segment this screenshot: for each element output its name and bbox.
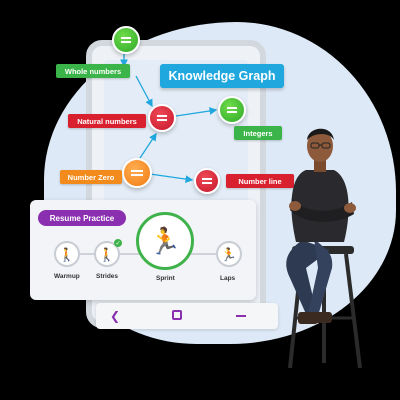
step-sprint-label: Sprint — [156, 275, 175, 282]
label-whole-numbers[interactable]: Whole numbers — [56, 64, 130, 78]
step-strides-label: Strides — [96, 273, 119, 280]
runner-icon: 🏃 — [220, 246, 238, 262]
step-warmup[interactable]: 🚶 — [54, 241, 80, 267]
label-natural-numbers[interactable]: Natural numbers — [68, 114, 146, 128]
graph-node-integers[interactable] — [218, 96, 246, 124]
link-zero-natural — [139, 132, 157, 159]
phone-nav-bar: ❮ — [96, 303, 278, 329]
label-number-line[interactable]: Number line — [226, 174, 294, 188]
resume-practice-button[interactable]: Resume Practice — [38, 210, 126, 226]
step-laps[interactable]: 🏃 — [216, 241, 242, 267]
walker-icon: 🚶 — [98, 246, 116, 262]
step-sprint[interactable]: 🏃 — [136, 212, 194, 270]
student-illustration — [286, 128, 362, 369]
practice-card: Resume Practice 🚶 Warmup 🚶 ✓ Strides 🏃 S… — [30, 200, 256, 300]
back-icon[interactable]: ❮ — [110, 309, 121, 323]
step-laps-label: Laps — [220, 275, 236, 282]
graph-node-number-zero[interactable] — [122, 158, 152, 188]
home-icon[interactable] — [172, 310, 182, 320]
menu-icon[interactable] — [236, 315, 246, 317]
step-warmup-label: Warmup — [54, 273, 80, 280]
knowledge-graph-title: Knowledge Graph — [160, 64, 284, 88]
link-zero-numberline — [149, 173, 194, 183]
link-natural-integers — [175, 107, 218, 117]
link-whole-natural — [135, 75, 153, 108]
label-number-zero[interactable]: Number Zero — [60, 170, 122, 184]
runner-icon: 🏃 — [148, 226, 182, 256]
graph-node-number-line[interactable] — [194, 168, 220, 194]
graph-node-natural-numbers[interactable] — [148, 104, 176, 132]
walker-icon: 🚶 — [58, 246, 76, 262]
graph-node-top[interactable] — [112, 26, 140, 54]
label-integers[interactable]: Integers — [234, 126, 282, 140]
check-icon: ✓ — [114, 239, 122, 247]
